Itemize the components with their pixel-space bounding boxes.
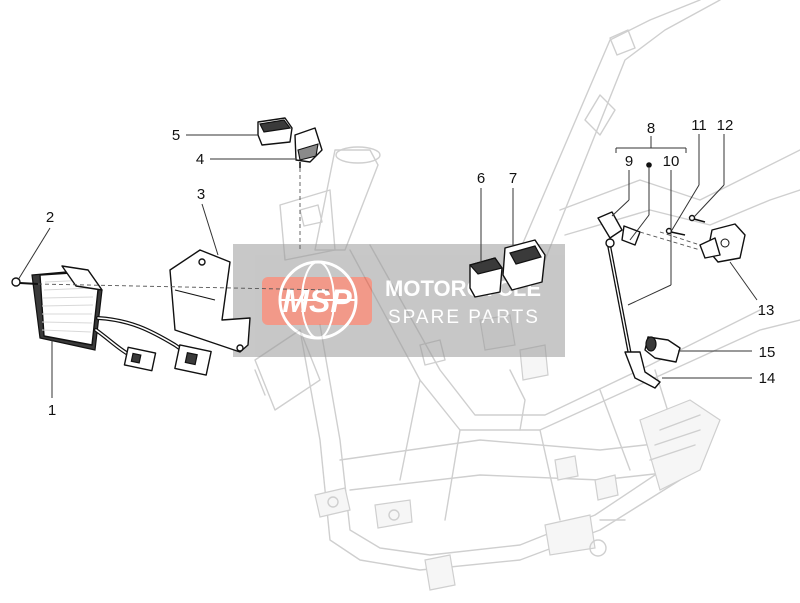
small-screws-part [665, 214, 706, 236]
connector-cap-part [468, 257, 503, 298]
callout-15: 15 [759, 344, 776, 361]
callout-2: 2 [46, 209, 54, 226]
mounting-bracket-part [169, 249, 251, 353]
callout-12: 12 [717, 117, 734, 134]
callout-7: 7 [509, 170, 517, 187]
callout-1: 1 [48, 402, 56, 419]
callout-14: 14 [759, 370, 776, 387]
grommet-part [644, 336, 681, 363]
callout-11: 11 [691, 117, 707, 134]
callout-13: 13 [758, 302, 775, 319]
callout-8: 8 [647, 120, 655, 137]
relay-part [294, 127, 323, 168]
connector-housing-part [502, 239, 546, 291]
switch-body-part [699, 223, 746, 263]
callout-5: 5 [172, 127, 180, 144]
callout-leader-lines [17, 134, 758, 398]
side-stand-switch-part [597, 211, 661, 389]
callout-6: 6 [477, 170, 485, 187]
callout-9: 9 [625, 153, 633, 170]
screw-part [11, 277, 39, 287]
callout-labels: 1 2 3 4 5 6 7 8 9 10 11 12 13 14 15 [46, 117, 776, 419]
assembly-dashed-lines [37, 168, 701, 291]
voltage-regulator-part [31, 265, 212, 376]
watermark-logo-text: MSP [282, 283, 352, 319]
callout-dot [646, 162, 652, 168]
watermark-line2: SPARE PARTS [388, 307, 540, 328]
relay-cover-part [257, 117, 293, 146]
callout-3: 3 [197, 186, 205, 203]
callout-4: 4 [196, 151, 204, 168]
callout-10: 10 [663, 153, 680, 170]
